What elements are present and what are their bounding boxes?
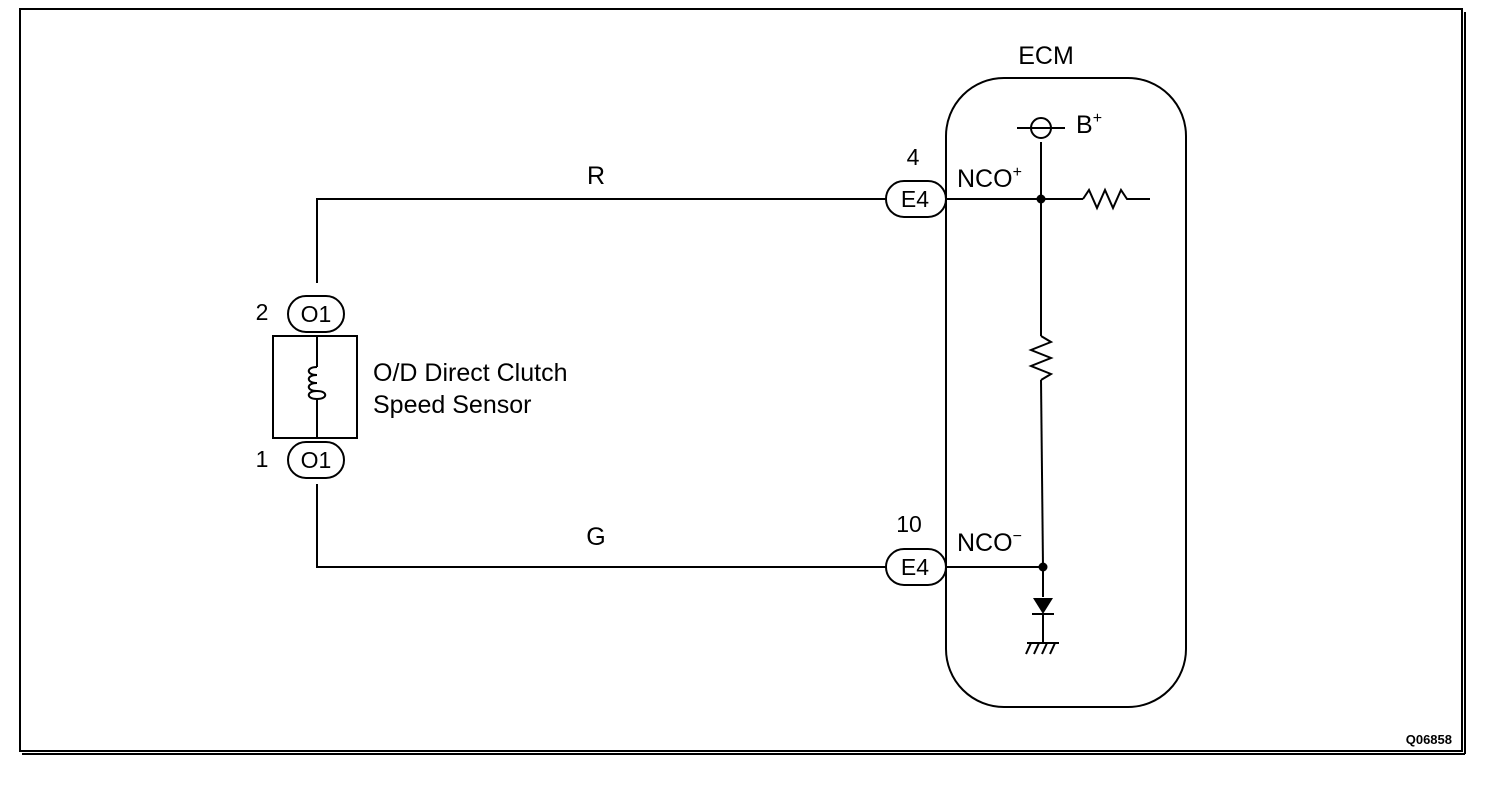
resistor-vertical-icon (1028, 335, 1054, 381)
sensor-connector-bottom-label: O1 (301, 447, 332, 473)
ecm-connector-top-label: E4 (901, 186, 929, 212)
sensor-name-line2: Speed Sensor (373, 391, 531, 419)
sensor-body (272, 335, 358, 439)
resistor-horizontal-icon (1082, 187, 1150, 211)
terminal-nco-minus: NCO− (957, 528, 1022, 557)
nco-plus-base: NCO (957, 165, 1013, 193)
sensor-name-line1: O/D Direct Clutch (373, 359, 567, 387)
sensor-connector-top-label: O1 (301, 301, 332, 327)
wire-g (316, 484, 890, 568)
diode-icon (1033, 598, 1053, 614)
b-plus-base: B (1076, 111, 1093, 139)
nco-minus-base: NCO (957, 529, 1013, 557)
ecm-wire-vertical-bottom (1040, 379, 1044, 568)
supply-terminal-icon (1030, 117, 1052, 139)
b-plus-sup: + (1093, 110, 1102, 127)
sensor-connector-top (287, 295, 345, 333)
ground-icon (1025, 642, 1059, 655)
sensor-pin-2: 2 (256, 299, 269, 325)
ecm-pin-10: 10 (896, 511, 922, 537)
ecm-label: ECM (1018, 42, 1074, 70)
b-plus-label: B+ (1076, 110, 1102, 139)
wire-r (316, 198, 890, 283)
sensor-connector-bottom (287, 441, 345, 479)
figure-code: Q06858 (1406, 732, 1452, 747)
ecm-pin-4: 4 (907, 144, 920, 170)
nco-minus-sup: − (1013, 528, 1022, 545)
junction-dot-top (1036, 194, 1046, 204)
sensor-coil-icon (307, 366, 327, 438)
diagram-frame (19, 8, 1463, 752)
sensor-pin-1: 1 (256, 446, 269, 472)
nco-plus-sup: + (1013, 164, 1022, 181)
wire-g-label: G (586, 523, 605, 551)
ecm-box (945, 77, 1187, 708)
wire-r-label: R (587, 162, 605, 190)
terminal-nco-plus: NCO+ (957, 164, 1022, 193)
ecm-connector-bottom-label: E4 (901, 554, 929, 580)
